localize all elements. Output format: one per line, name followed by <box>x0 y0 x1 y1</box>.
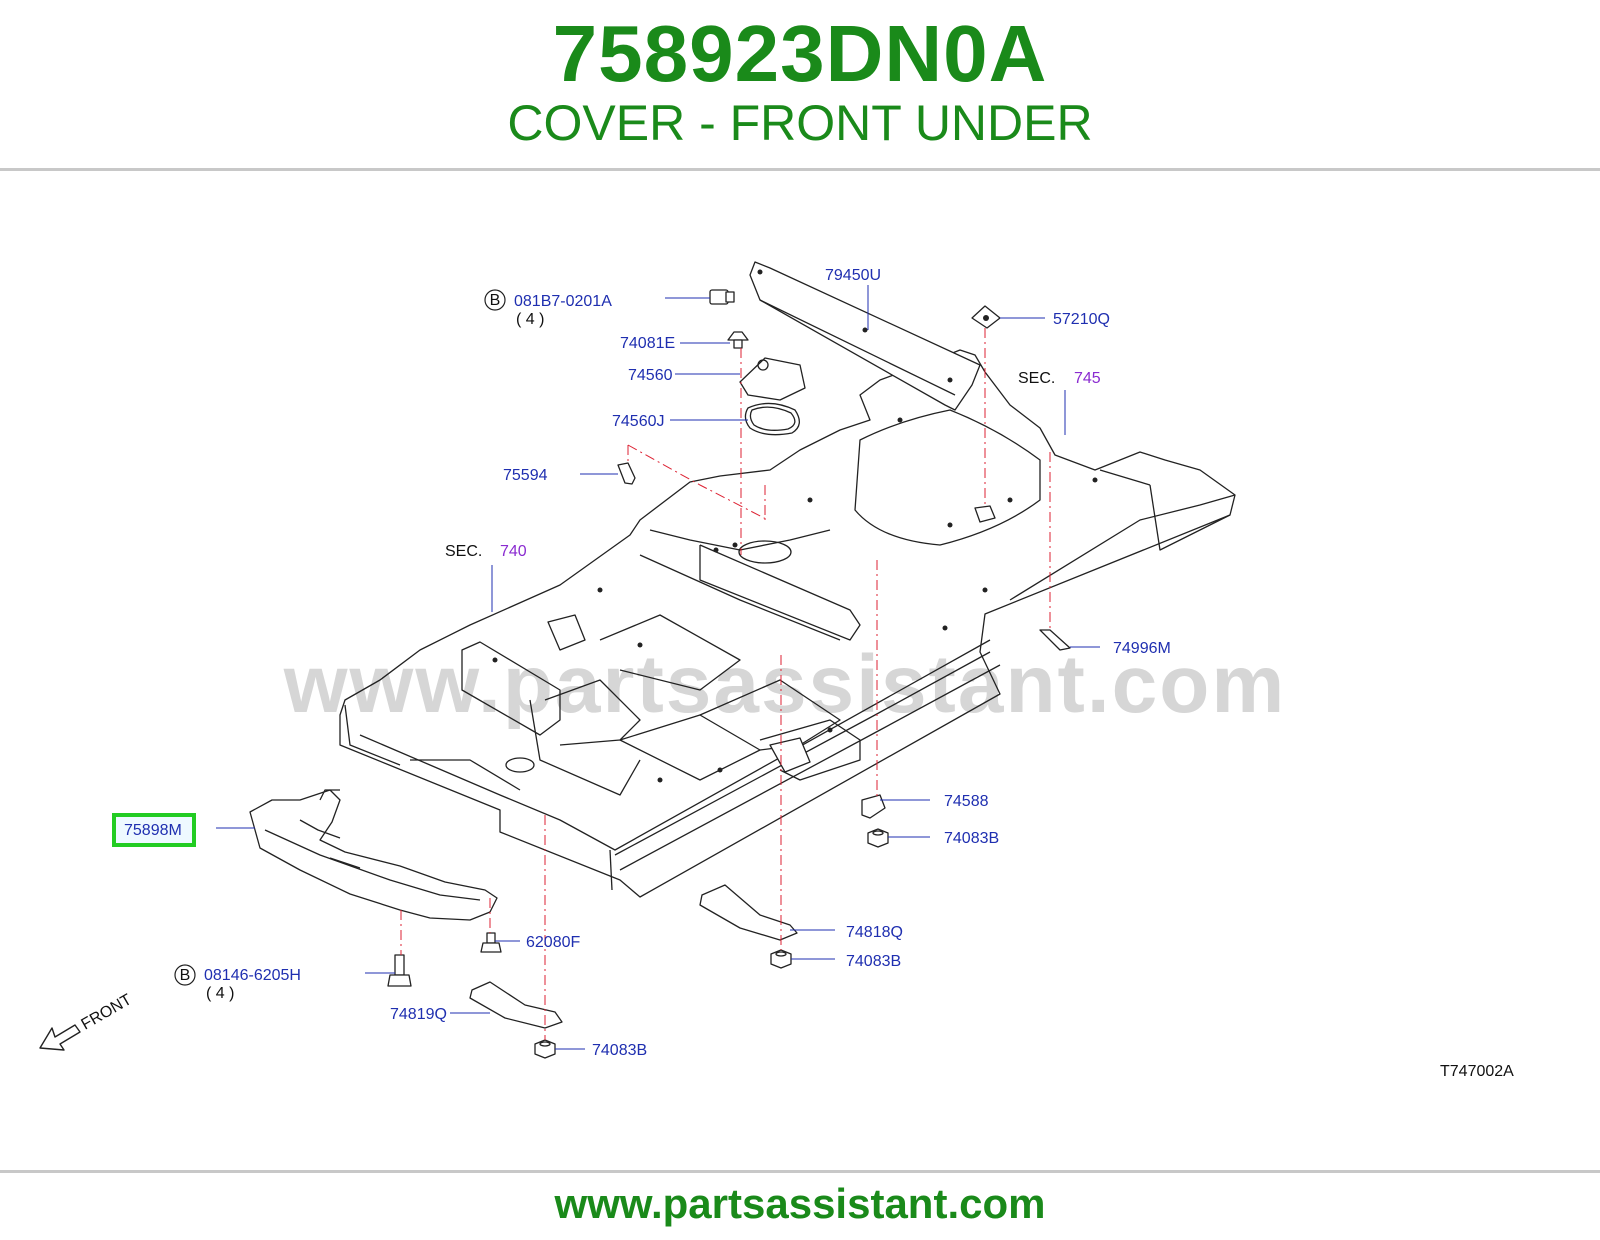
grommet-57210Q-icon <box>971 305 1001 329</box>
callout-62080F: 62080F <box>526 934 580 951</box>
bracket-74588-icon <box>861 794 886 819</box>
nut-74083B-2-icon <box>770 949 792 969</box>
watermark-text: www.partsassistant.com <box>283 639 1287 730</box>
diagram-code: T747002A <box>1440 1063 1514 1080</box>
pad-74996M-icon <box>1039 629 1071 651</box>
footer-divider <box>0 1170 1600 1173</box>
cover-74560-icon <box>739 357 806 401</box>
callout-57210Q: 57210Q <box>1053 311 1110 328</box>
b-marker-081B7-text: B <box>490 292 501 309</box>
header-divider <box>0 168 1600 171</box>
section-ref-745-prefix: SEC. <box>1018 370 1055 387</box>
brace-74818Q-icon <box>699 884 798 941</box>
callout-74083B-2: 74083B <box>846 953 901 970</box>
front-arrow-icon: FRONT <box>39 991 135 1051</box>
brace-74819Q-icon <box>469 981 563 1029</box>
clip-74081E-icon <box>727 331 749 349</box>
callout-74560: 74560 <box>628 367 673 384</box>
callout-74996M: 74996M <box>1113 640 1171 657</box>
bolt-08146-icon <box>387 954 412 987</box>
callout-08146-qty: ( 4 ) <box>206 985 234 1002</box>
front-arrow-label: FRONT <box>79 991 135 1033</box>
section-ref-745[interactable]: 745 <box>1074 370 1101 387</box>
callout-75594: 75594 <box>503 467 548 484</box>
b-marker-081B7 <box>484 289 506 311</box>
callout-74083B-1: 74083B <box>944 830 999 847</box>
section-ref-740-prefix: SEC. <box>445 543 482 560</box>
nut-74083B-1-icon <box>867 828 889 848</box>
floor-panel-assembly <box>339 261 1236 898</box>
callout-74560J: 74560J <box>612 413 665 430</box>
b-marker-08146-text: B <box>180 967 191 984</box>
callout-75898M[interactable]: 75898M <box>124 822 182 839</box>
callout-74818Q: 74818Q <box>846 924 903 941</box>
part-number: 758923DN0A <box>552 9 1048 98</box>
plug-75594-icon <box>617 462 636 485</box>
bracket-floor-icon <box>974 505 996 523</box>
section-ref-740[interactable]: 740 <box>500 543 527 560</box>
footer-url-link[interactable]: www.partsassistant.com <box>554 1180 1046 1227</box>
callout-081B7-0201A: 081B7-0201A <box>514 293 612 310</box>
callout-74081E: 74081E <box>620 335 675 352</box>
callout-79450U: 79450U <box>825 267 881 284</box>
seal-ring-74560J-icon <box>744 402 800 436</box>
parts-diagram: www.partsassistant.com <box>0 172 1600 1168</box>
highlight-box-75898M <box>112 813 196 847</box>
part-description: COVER - FRONT UNDER <box>507 95 1093 151</box>
callout-081B7-qty: ( 4 ) <box>516 311 544 328</box>
callout-74588: 74588 <box>944 793 989 810</box>
b-marker-08146 <box>174 964 196 986</box>
leader-lines <box>216 285 1100 1050</box>
assembly-dash-lines <box>400 328 1051 1040</box>
callout-74083B-3: 74083B <box>592 1042 647 1059</box>
nut-74083B-3-icon <box>534 1039 556 1059</box>
bolt-081B7-icon <box>709 289 735 305</box>
clip-62080F-icon <box>480 932 502 953</box>
front-under-cover-75898M <box>249 789 498 921</box>
callout-08146-6205H: 08146-6205H <box>204 967 301 984</box>
page-header: 758923DN0A COVER - FRONT UNDER <box>0 0 1600 170</box>
callout-74819Q: 74819Q <box>390 1006 447 1023</box>
